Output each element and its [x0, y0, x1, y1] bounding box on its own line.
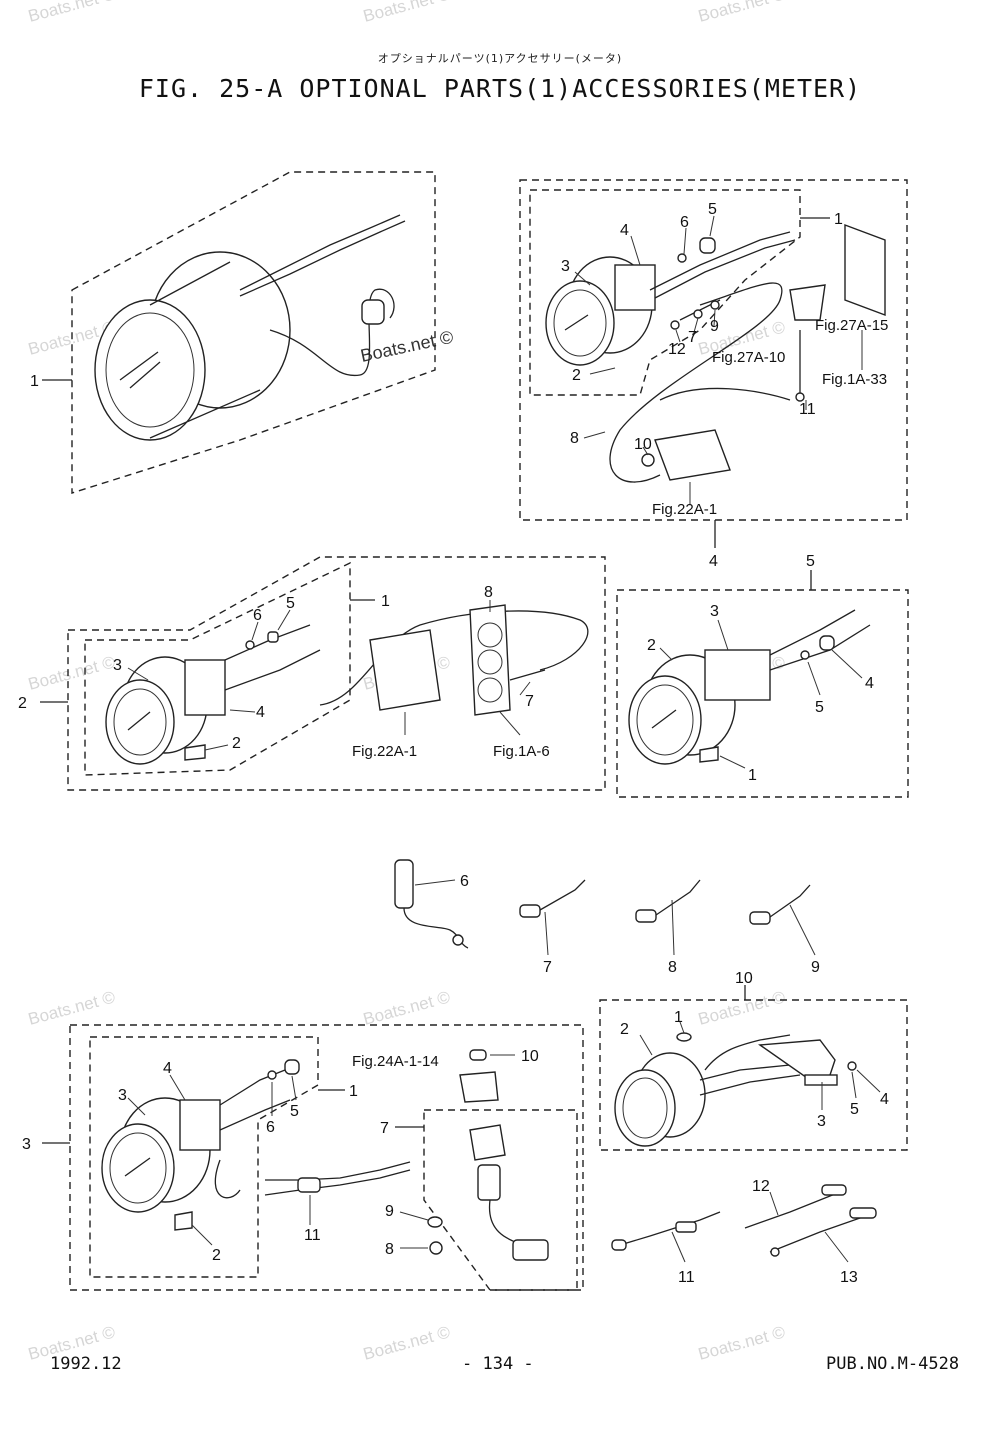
callout-2: 2: [212, 1247, 221, 1264]
watermark-text: Boats.net ©: [361, 987, 452, 1029]
callout-7: 7: [543, 959, 552, 976]
callout-7: 7: [525, 693, 534, 710]
callout-4: 4: [865, 675, 874, 692]
callout-10: 10: [521, 1048, 539, 1065]
callout-12: 12: [752, 1178, 770, 1195]
callout-9: 9: [385, 1203, 394, 1220]
ref-fig-1a-6: Fig.1A-6: [493, 743, 550, 760]
group-4-meter-assembly: 1 4: [519, 179, 908, 570]
callout-4: 4: [256, 704, 265, 721]
callout-2: 2: [18, 695, 27, 712]
callout-8: 8: [385, 1241, 394, 1258]
callout-6: 6: [460, 873, 469, 890]
japanese-subtitle: オプショナルパーツ(1)アクセサリー(メータ): [377, 52, 623, 65]
callout-3: 3: [113, 657, 122, 674]
callout-11: 11: [799, 401, 816, 418]
watermark-text: Boats.net ©: [696, 0, 787, 26]
ref-fig-27a-10: Fig.27A-10: [712, 349, 785, 366]
watermark-text: Boats.net ©: [26, 0, 117, 26]
ref-fig-22a-1: Fig.22A-1: [652, 501, 717, 518]
group-5-meter-assembly: 5 2 3 5 4 1: [616, 553, 909, 798]
callout-3: 3: [710, 603, 719, 620]
watermark-text: Boats.net ©: [26, 652, 117, 694]
watermark-text: Boats.net ©: [361, 1322, 452, 1364]
ref-fig-1a-33: Fig.1A-33: [822, 371, 887, 388]
callout-4: 4: [163, 1060, 172, 1077]
watermark-text: Boats.net ©: [359, 327, 455, 366]
callout-11: 11: [304, 1227, 321, 1244]
harness-parts-11-13: 11 12 13: [611, 1178, 877, 1286]
callout-7: 7: [380, 1120, 389, 1137]
callout-1: 1: [748, 767, 757, 784]
callout-4: 4: [620, 222, 629, 239]
callout-1: 1: [834, 211, 843, 228]
callout-6: 6: [680, 214, 689, 231]
callout-10: 10: [634, 436, 652, 453]
ref-fig-27a-15: Fig.27A-15: [815, 317, 888, 334]
callout-5: 5: [708, 201, 717, 218]
figure-title: FIG. 25-A OPTIONAL PARTS(1)ACCESSORIES(M…: [138, 74, 862, 103]
watermark-text: Boats.net ©: [361, 0, 452, 26]
callout-2: 2: [572, 367, 581, 384]
callout-4: 4: [709, 553, 718, 570]
callout-2: 2: [647, 637, 656, 654]
callout-6: 6: [253, 607, 262, 624]
callout-8: 8: [570, 430, 579, 447]
callout-3: 3: [22, 1136, 31, 1153]
callout-9: 9: [710, 318, 719, 335]
watermark-text: Boats.net ©: [696, 1322, 787, 1364]
footer-date: 1992.12: [50, 1354, 122, 1374]
callout-1: 1: [349, 1083, 358, 1100]
callout-8: 8: [484, 584, 493, 601]
group-3-meter-assembly: 1 3 7: [22, 1024, 584, 1291]
callout-4: 4: [880, 1091, 889, 1108]
callout-5: 5: [806, 553, 815, 570]
callout-5: 5: [290, 1103, 299, 1120]
group-2-meter-assembly: 1 2: [18, 556, 606, 791]
watermark-text: Boats.net ©: [696, 987, 787, 1029]
callout-9: 9: [811, 959, 820, 976]
callout-2: 2: [620, 1021, 629, 1038]
single-parts-6-9: 6 7 8 9: [394, 859, 820, 976]
callout-6: 6: [266, 1119, 275, 1136]
callout-7: 7: [688, 329, 697, 346]
callout-3: 3: [817, 1113, 826, 1130]
ref-fig-22a-1: Fig.22A-1: [352, 743, 417, 760]
footer-pub-number: PUB.NO.M-4528: [826, 1354, 960, 1374]
callout-3: 3: [118, 1087, 127, 1104]
watermark-text: Boats.net ©: [26, 987, 117, 1029]
callout-5: 5: [850, 1101, 859, 1118]
callout-12: 12: [668, 341, 686, 358]
callout-5: 5: [815, 699, 824, 716]
callout-2: 2: [232, 735, 241, 752]
callout-1: 1: [381, 593, 390, 610]
group-10-meter-assembly: 10 2 1 3 5 4: [599, 970, 908, 1151]
ref-fig-24a-1-14: Fig.24A-1-14: [352, 1053, 439, 1070]
group-1-tachometer: 1: [30, 171, 436, 494]
callout-8: 8: [668, 959, 677, 976]
callout-5: 5: [286, 595, 295, 612]
callout-13: 13: [840, 1269, 858, 1286]
callout-11: 11: [678, 1269, 695, 1286]
callout-3: 3: [561, 258, 570, 275]
callout-10: 10: [735, 970, 753, 987]
callout-1: 1: [674, 1009, 683, 1026]
footer-page-number: - 134 -: [462, 1354, 534, 1374]
callout-1: 1: [30, 373, 39, 390]
